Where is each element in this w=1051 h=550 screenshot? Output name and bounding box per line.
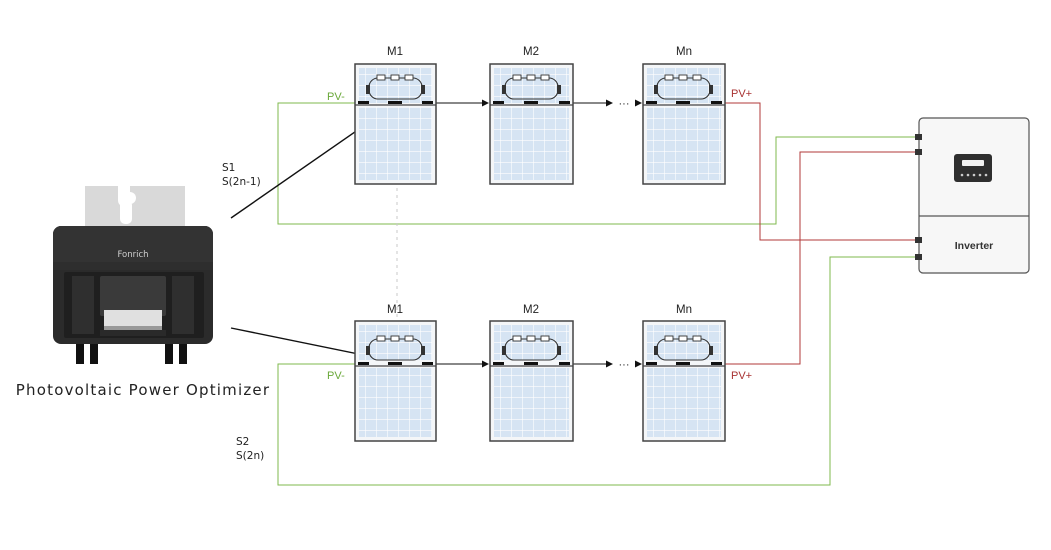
module-label-s1-mn: Mn [676,46,692,58]
wiring [230,99,920,486]
inverter-terminal [915,149,922,155]
mounting-bracket [85,186,185,232]
module-label-s1-m1: M1 [387,46,403,58]
optimizer-cable-left-1 [76,344,84,364]
optimizer-brand-logo: Fonrich [117,250,148,260]
module-label-s2-mn: Mn [676,304,692,316]
module-label-s2-m1: M1 [387,304,403,316]
pv-negative-label-s2: PV- [327,370,345,382]
string-label-s1-line1: S1 [222,162,235,174]
ellipsis-s2: ··· [619,359,630,371]
ellipsis-s1: ··· [619,98,630,110]
optimizer-cable-left-2 [90,344,98,364]
module-s2-mn [642,320,726,442]
string-2: M1 M2 Mn ··· PV- PV+ S2 S(2n) [236,304,752,462]
string1-negative-wire [277,102,920,225]
inverter-label: Inverter [955,240,994,252]
string2-positive-wire [725,151,920,365]
module-s1-m2 [489,63,574,185]
module-s1-m1 [354,63,437,185]
optimizer-cable-right-2 [179,344,187,364]
string-1: M1 M2 Mn ··· PV- PV+ S1 S(2n-1) [222,46,752,188]
string-label-s2-line1: S2 [236,436,249,448]
string-label-s2-line2: S(2n) [236,450,264,462]
inverter-display [954,154,992,182]
inverter-terminal [915,134,922,140]
module-s1-mn [642,63,726,185]
optimizer-cable-right-1 [165,344,173,364]
optimizer-caption: Photovoltaic Power Optimizer [16,381,270,399]
inverter-terminal [915,254,922,260]
power-optimizer-device: Fonrich Photovoltaic Power Optimizer [16,186,270,399]
string-label-s1-line2: S(2n-1) [222,176,261,188]
inverter-terminal [915,237,922,243]
pv-positive-label-s2: PV+ [731,370,752,382]
string2-negative-wire [277,256,920,486]
module-s2-m1 [354,320,437,442]
string1-positive-wire [725,102,920,241]
inverter: Inverter [915,117,1030,274]
module-label-s1-m2: M2 [523,46,539,58]
module-s2-m2 [489,320,574,442]
pv-negative-label-s1: PV- [327,91,345,103]
pv-positive-label-s1: PV+ [731,88,752,100]
module-label-s2-m2: M2 [523,304,539,316]
